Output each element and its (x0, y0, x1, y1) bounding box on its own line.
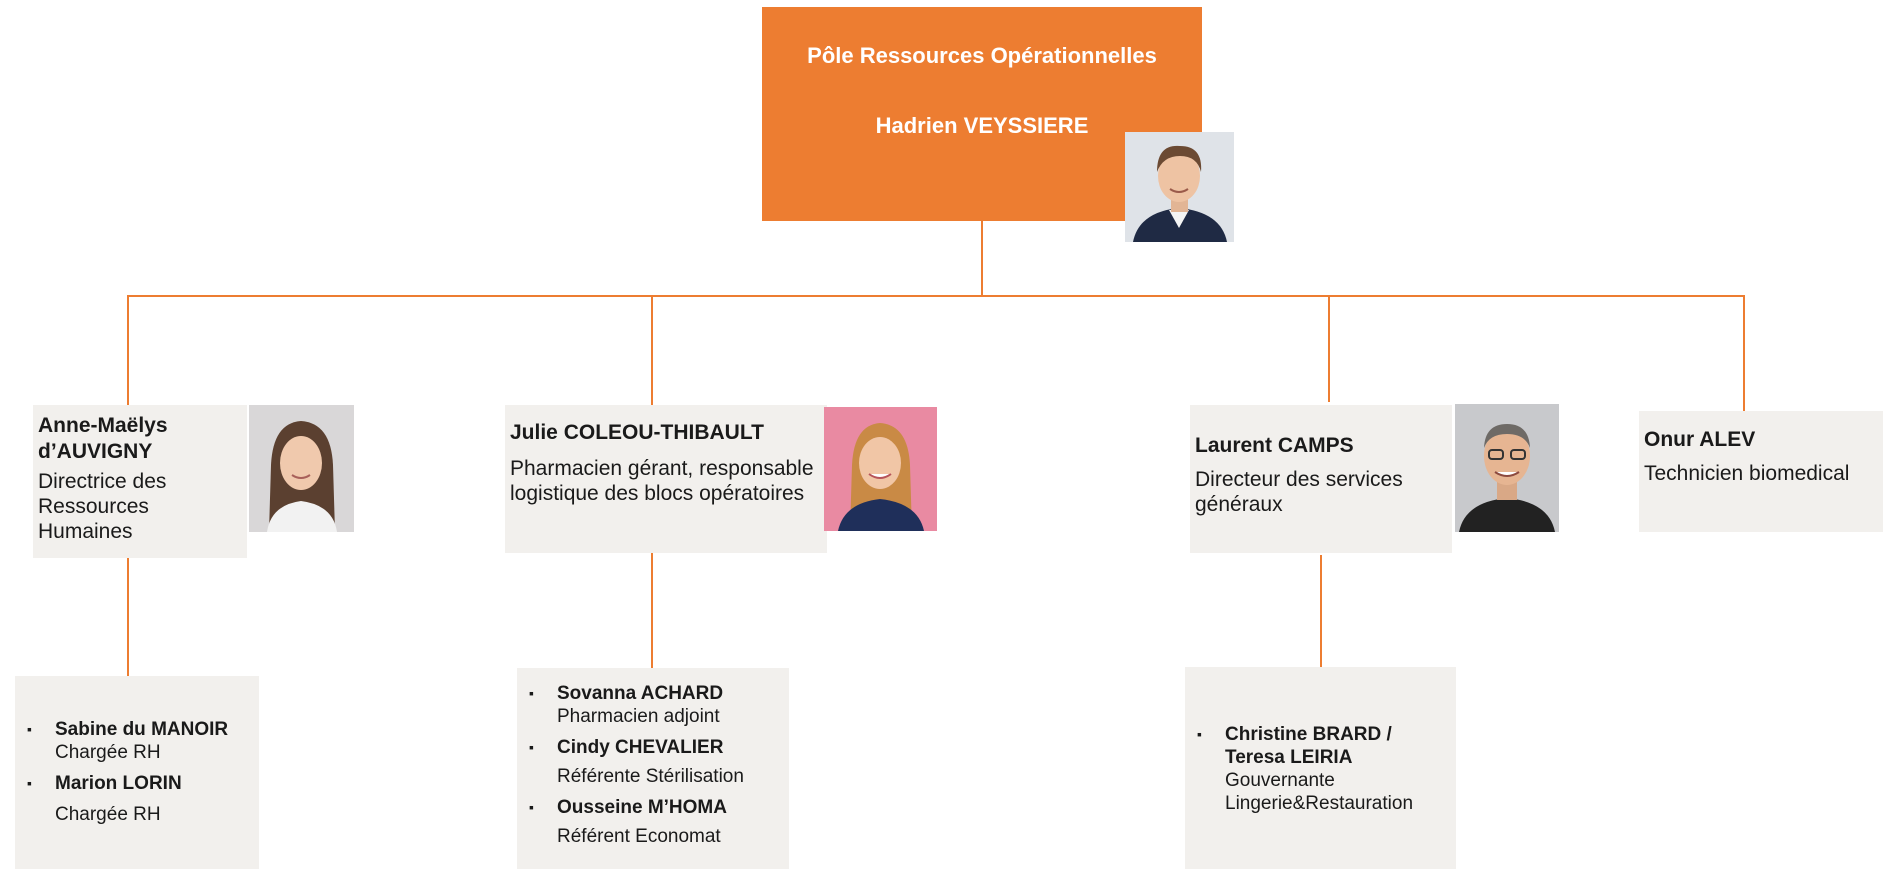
team-list: ▪ Christine BRARD / Teresa LEIRIA Gouver… (1193, 723, 1448, 815)
connector-horizontal (127, 295, 1745, 297)
avatar-julie (824, 407, 937, 531)
member-name: Christine BRARD / Teresa LEIRIA (1225, 724, 1392, 768)
member-name: Sovanna ACHARD (557, 683, 724, 704)
avatar-hadrien (1125, 132, 1234, 242)
connector-top (981, 221, 983, 296)
manager-card-services-generaux: Laurent CAMPS Directeur des services gén… (1190, 405, 1452, 553)
manager-card-pharmacie: Julie COLEOU-THIBAULT Pharmacien gérant,… (505, 405, 827, 553)
manager-name: Anne-Maëlys d’AUVIGNY (38, 414, 168, 463)
manager-role: Pharmacien gérant, responsable logistiqu… (510, 457, 814, 505)
manager-role: Technicien biomedical (1644, 462, 1850, 485)
bullet-icon: ▪ (529, 799, 534, 815)
member-role: Référente Stérilisation (557, 766, 744, 787)
bullet-icon: ▪ (1197, 726, 1202, 742)
pole-title: Pôle Ressources Opérationnelles (807, 43, 1157, 68)
bullet-icon: ▪ (529, 685, 534, 701)
member-name: Cindy CHEVALIER (557, 737, 724, 758)
manager-card-biomedical: Onur ALEV Technicien biomedical (1639, 411, 1883, 532)
member-name: Sabine du MANOIR (55, 719, 229, 740)
connector-team-3 (1320, 555, 1322, 667)
team-card-pharmacie: ▪ Sovanna ACHARD Pharmacien adjoint ▪ Ci… (517, 668, 789, 869)
member-role: Chargée RH (55, 742, 161, 763)
bullet-icon: ▪ (27, 775, 32, 791)
manager-name: Onur ALEV (1644, 428, 1756, 451)
member-role: Gouvernante Lingerie&Restauration (1225, 770, 1414, 814)
team-member: ▪ Christine BRARD / Teresa LEIRIA Gouver… (1193, 723, 1448, 815)
pole-head-name: Hadrien VEYSSIERE (875, 113, 1089, 138)
manager-name: Julie COLEOU-THIBAULT (510, 421, 764, 444)
connector-team-1 (127, 558, 129, 676)
top-node: Pôle Ressources Opérationnelles Hadrien … (762, 7, 1202, 221)
manager-card-rh: Anne-Maëlys d’AUVIGNY Directrice des Res… (33, 405, 247, 558)
avatar-laurent (1455, 404, 1559, 532)
manager-role: Directeur des services généraux (1195, 468, 1403, 516)
connector-branch-2 (651, 295, 653, 405)
team-member: ▪ Sovanna ACHARD Pharmacien adjoint (525, 682, 781, 728)
member-name: Ousseine M’HOMA (557, 797, 727, 818)
member-role: Pharmacien adjoint (557, 706, 720, 727)
team-card-rh: ▪ Sabine du MANOIR Chargée RH ▪ Marion L… (15, 676, 259, 869)
member-role: Référent Economat (557, 826, 721, 847)
team-member: ▪ Marion LORIN Chargée RH (23, 772, 251, 826)
connector-branch-1 (127, 295, 129, 405)
bullet-icon: ▪ (529, 739, 534, 755)
avatar-anne-maelys (249, 405, 354, 532)
team-member: ▪ Cindy CHEVALIER Référente Stérilisatio… (525, 736, 781, 788)
manager-role: Directrice des Ressources Humaines (38, 470, 167, 543)
connector-branch-4 (1743, 295, 1745, 411)
team-member: ▪ Sabine du MANOIR Chargée RH (23, 718, 251, 764)
team-list: ▪ Sabine du MANOIR Chargée RH ▪ Marion L… (23, 718, 251, 826)
connector-team-2 (651, 553, 653, 668)
team-list: ▪ Sovanna ACHARD Pharmacien adjoint ▪ Ci… (525, 682, 781, 848)
member-role: Chargée RH (55, 804, 161, 825)
team-card-services-generaux: ▪ Christine BRARD / Teresa LEIRIA Gouver… (1185, 667, 1456, 869)
member-name: Marion LORIN (55, 773, 182, 794)
manager-name: Laurent CAMPS (1195, 434, 1354, 457)
team-member: ▪ Ousseine M’HOMA Référent Economat (525, 796, 781, 848)
bullet-icon: ▪ (27, 721, 32, 737)
connector-branch-3 (1328, 295, 1330, 402)
